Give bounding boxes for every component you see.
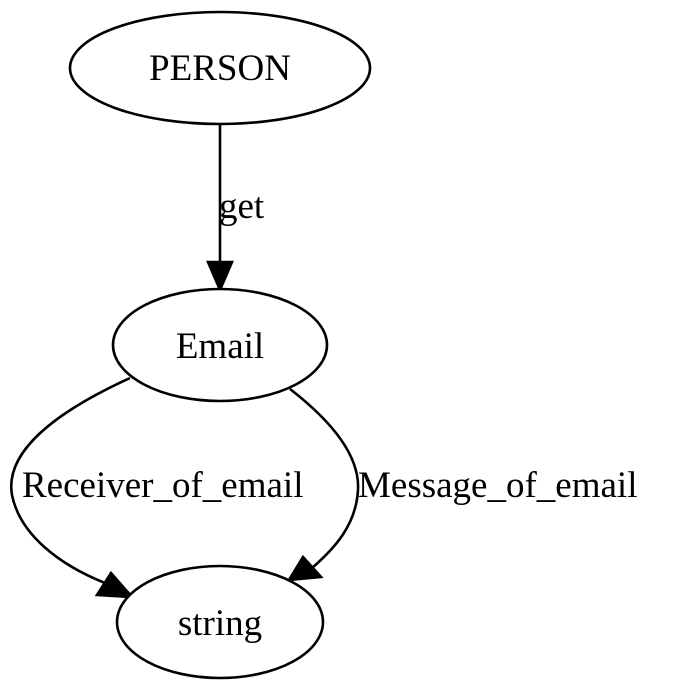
node-string-ellipse [115,564,325,680]
edge-receiver-of-email-label: Receiver_of_email [22,465,303,506]
edge-message-of-email-line [289,387,360,569]
edge-receiver-of-email-arrowhead [94,570,136,599]
edge-receiver-of-email: Receiver_of_email [9,376,303,599]
node-person-ellipse [68,10,372,126]
node-email-ellipse [111,287,329,403]
node-string-label: string [178,603,262,644]
edge-get-label: get [219,186,265,227]
node-email-label: Email [176,326,264,367]
edge-receiver-of-email-line [9,376,131,585]
edge-get-arrowhead [206,260,234,294]
node-person-label: PERSON [149,48,291,89]
node-string: string [115,564,325,680]
edge-message-of-email: Message_of_email [286,387,637,582]
edge-message-of-email-arrowhead [286,554,324,582]
edge-get: get [206,125,265,294]
node-person: PERSON [68,10,372,126]
edge-message-of-email-label: Message_of_email [358,465,637,506]
node-email: Email [111,287,329,403]
